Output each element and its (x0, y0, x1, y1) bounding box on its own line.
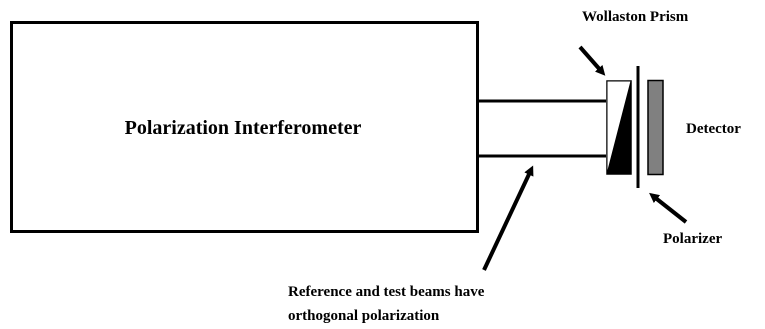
wollaston-prism-label: Wollaston Prism (582, 9, 689, 25)
interferometer-label: Polarization Interferometer (125, 117, 362, 139)
detector-label: Detector (686, 121, 741, 137)
polarizer-pointer-arrow (649, 192, 688, 224)
wollaston-prism-pointer-arrow (578, 45, 606, 76)
beams-note-line2: orthogonal polarization (288, 308, 440, 324)
beams-note-line1: Reference and test beams have (288, 284, 485, 300)
beams-note-pointer-arrow (482, 165, 534, 271)
interferometer-box (10, 21, 479, 233)
prism-light-wedge (606, 80, 632, 175)
detector-plate (647, 79, 664, 176)
wollaston-prism (606, 80, 632, 175)
polarizer-label: Polarizer (663, 231, 722, 247)
